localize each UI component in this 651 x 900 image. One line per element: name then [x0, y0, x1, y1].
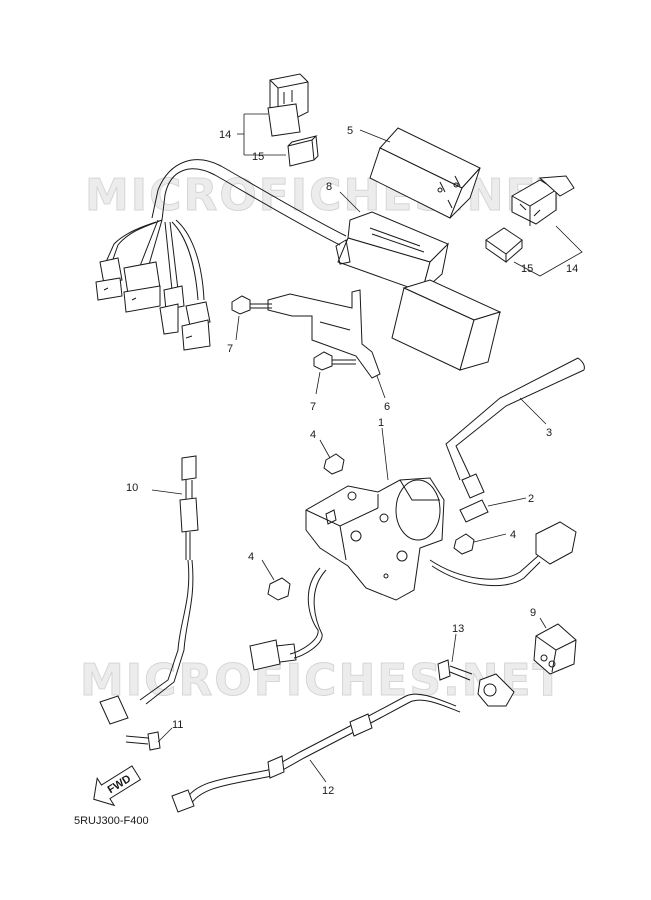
callout-5: 5	[347, 125, 353, 137]
relay-cover-top	[287, 135, 319, 167]
leader-3	[519, 397, 547, 425]
sensor-lead-12	[171, 693, 461, 813]
callout-14-top: 14	[219, 129, 231, 141]
leader-5	[359, 129, 391, 143]
callout-7a: 7	[227, 343, 233, 355]
leader-7a	[235, 315, 240, 341]
callout-6: 6	[384, 401, 390, 413]
connector-9	[533, 623, 577, 675]
callout-14-right: 14	[566, 263, 578, 275]
leader-12	[309, 759, 327, 783]
leader-8	[339, 191, 361, 213]
leader-13	[451, 633, 457, 663]
watermark-top: MICROFICHES.NET	[85, 170, 570, 221]
diagram-code: 5RUJ300-F400	[74, 815, 149, 827]
bracket-14-top	[243, 113, 286, 156]
leader-7b	[315, 371, 321, 395]
callout-8: 8	[326, 181, 332, 193]
relay-top	[267, 73, 309, 137]
bolt-7b	[313, 351, 356, 371]
leader-4b	[473, 533, 507, 543]
bolt-7a	[231, 295, 272, 315]
callout-9: 9	[530, 607, 536, 619]
callout-10: 10	[126, 482, 138, 494]
bolt-11	[125, 731, 161, 751]
callout-7b: 7	[310, 401, 316, 413]
leader-10	[151, 489, 183, 495]
leader-9	[539, 617, 547, 629]
bolt-13	[437, 659, 473, 681]
nut-4b	[453, 533, 475, 555]
callout-1: 1	[378, 417, 384, 429]
leader-4a	[319, 439, 331, 459]
fwd-arrow-icon: FWD	[93, 765, 142, 807]
rear-sensor	[477, 673, 515, 707]
nut-4a	[323, 453, 345, 475]
bracket-14-right	[513, 225, 583, 277]
control-module-housing	[391, 279, 502, 371]
nut-4c	[267, 577, 291, 601]
callout-13: 13	[452, 623, 464, 635]
callout-2: 2	[528, 493, 534, 505]
leader-6	[376, 375, 386, 399]
fitting-2	[459, 473, 489, 523]
unit-wiring	[249, 521, 577, 671]
leader-2	[487, 497, 527, 507]
hydraulic-unit-1	[305, 477, 445, 601]
callout-15-top: 15	[252, 151, 264, 163]
callout-12: 12	[322, 785, 334, 797]
callout-4b: 4	[510, 529, 516, 541]
callout-4a: 4	[310, 429, 316, 441]
relay-cover-right	[485, 227, 523, 263]
leader-1	[381, 427, 389, 481]
callout-15-right: 15	[521, 263, 533, 275]
wire-harness	[95, 159, 347, 351]
leader-4c	[261, 559, 275, 581]
callout-4c: 4	[248, 551, 254, 563]
sensor-lead-10	[99, 455, 199, 725]
hose-3	[445, 357, 585, 481]
leader-11	[157, 727, 173, 743]
callout-11: 11	[172, 719, 183, 731]
relay-right	[511, 175, 575, 226]
callout-3: 3	[546, 427, 552, 439]
bracket-6	[267, 289, 381, 379]
control-unit-5	[369, 127, 481, 219]
